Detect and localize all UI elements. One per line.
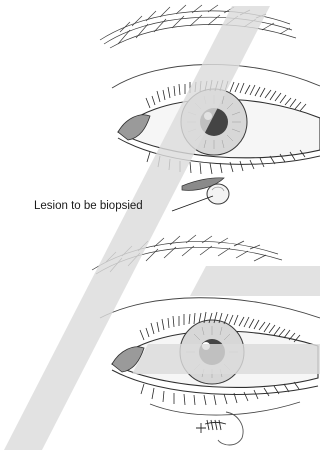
watermark-upper-bar	[190, 266, 320, 296]
lower-lid-fold	[150, 402, 300, 415]
callout-lesion-label: Lesion to be biopsied	[34, 200, 143, 212]
upper-lid-crease-bottom	[100, 298, 320, 318]
suture-site	[196, 412, 243, 445]
callout-leader-line	[172, 196, 213, 211]
watermark-middle-bar	[132, 344, 320, 374]
